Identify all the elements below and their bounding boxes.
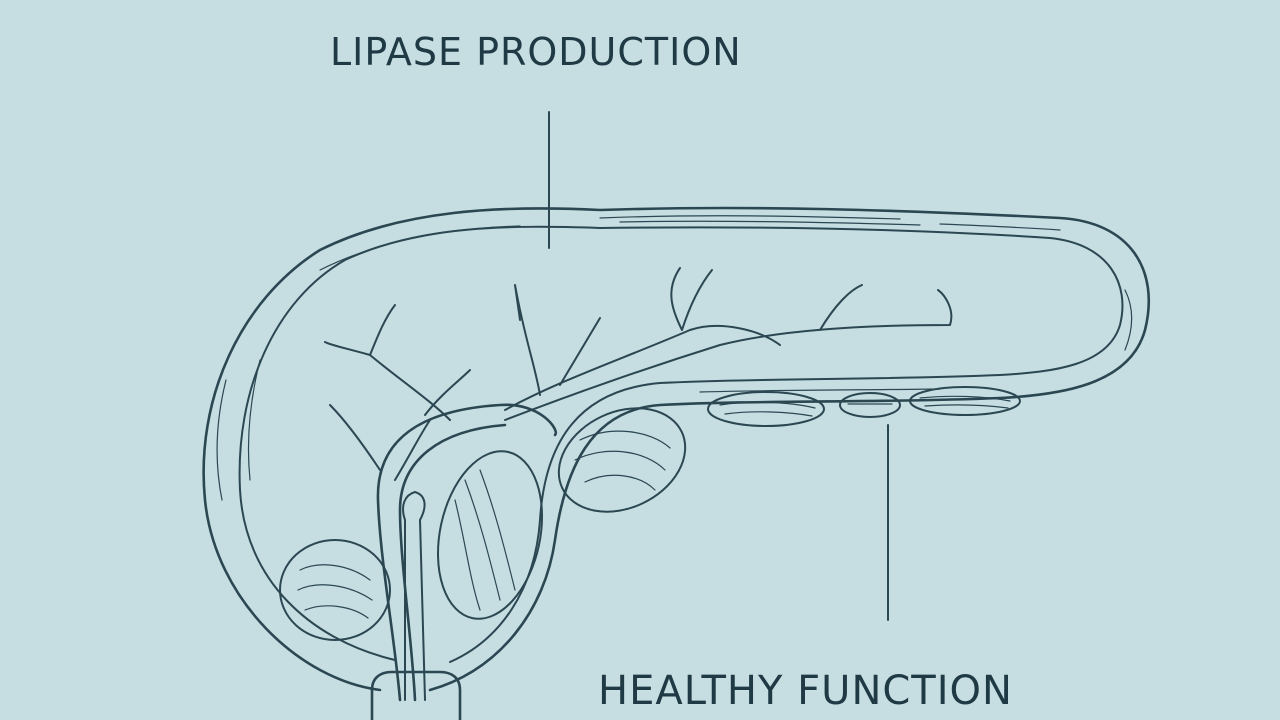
pancreas-outer-contour bbox=[202, 206, 1150, 692]
pancreas-inner-contour bbox=[238, 225, 1124, 663]
lobule-4 bbox=[557, 407, 687, 513]
label-healthy-function: HEALTHY FUNCTION bbox=[598, 668, 1013, 714]
label-lipase-production: LIPASE PRODUCTION bbox=[330, 30, 742, 74]
bile-duct bbox=[402, 491, 426, 701]
lobule-texture-head bbox=[297, 430, 671, 619]
lobule-2 bbox=[839, 392, 901, 418]
capsule-fibers bbox=[216, 215, 1133, 501]
lobule-6 bbox=[279, 539, 391, 641]
duct-branches bbox=[324, 267, 953, 481]
lobule-texture-tail bbox=[719, 395, 1011, 417]
lobule-5 bbox=[436, 450, 544, 620]
main-duct bbox=[376, 403, 558, 702]
lobule-1 bbox=[707, 391, 825, 427]
duodenum-stump bbox=[370, 670, 462, 720]
lobule-3 bbox=[909, 386, 1021, 416]
